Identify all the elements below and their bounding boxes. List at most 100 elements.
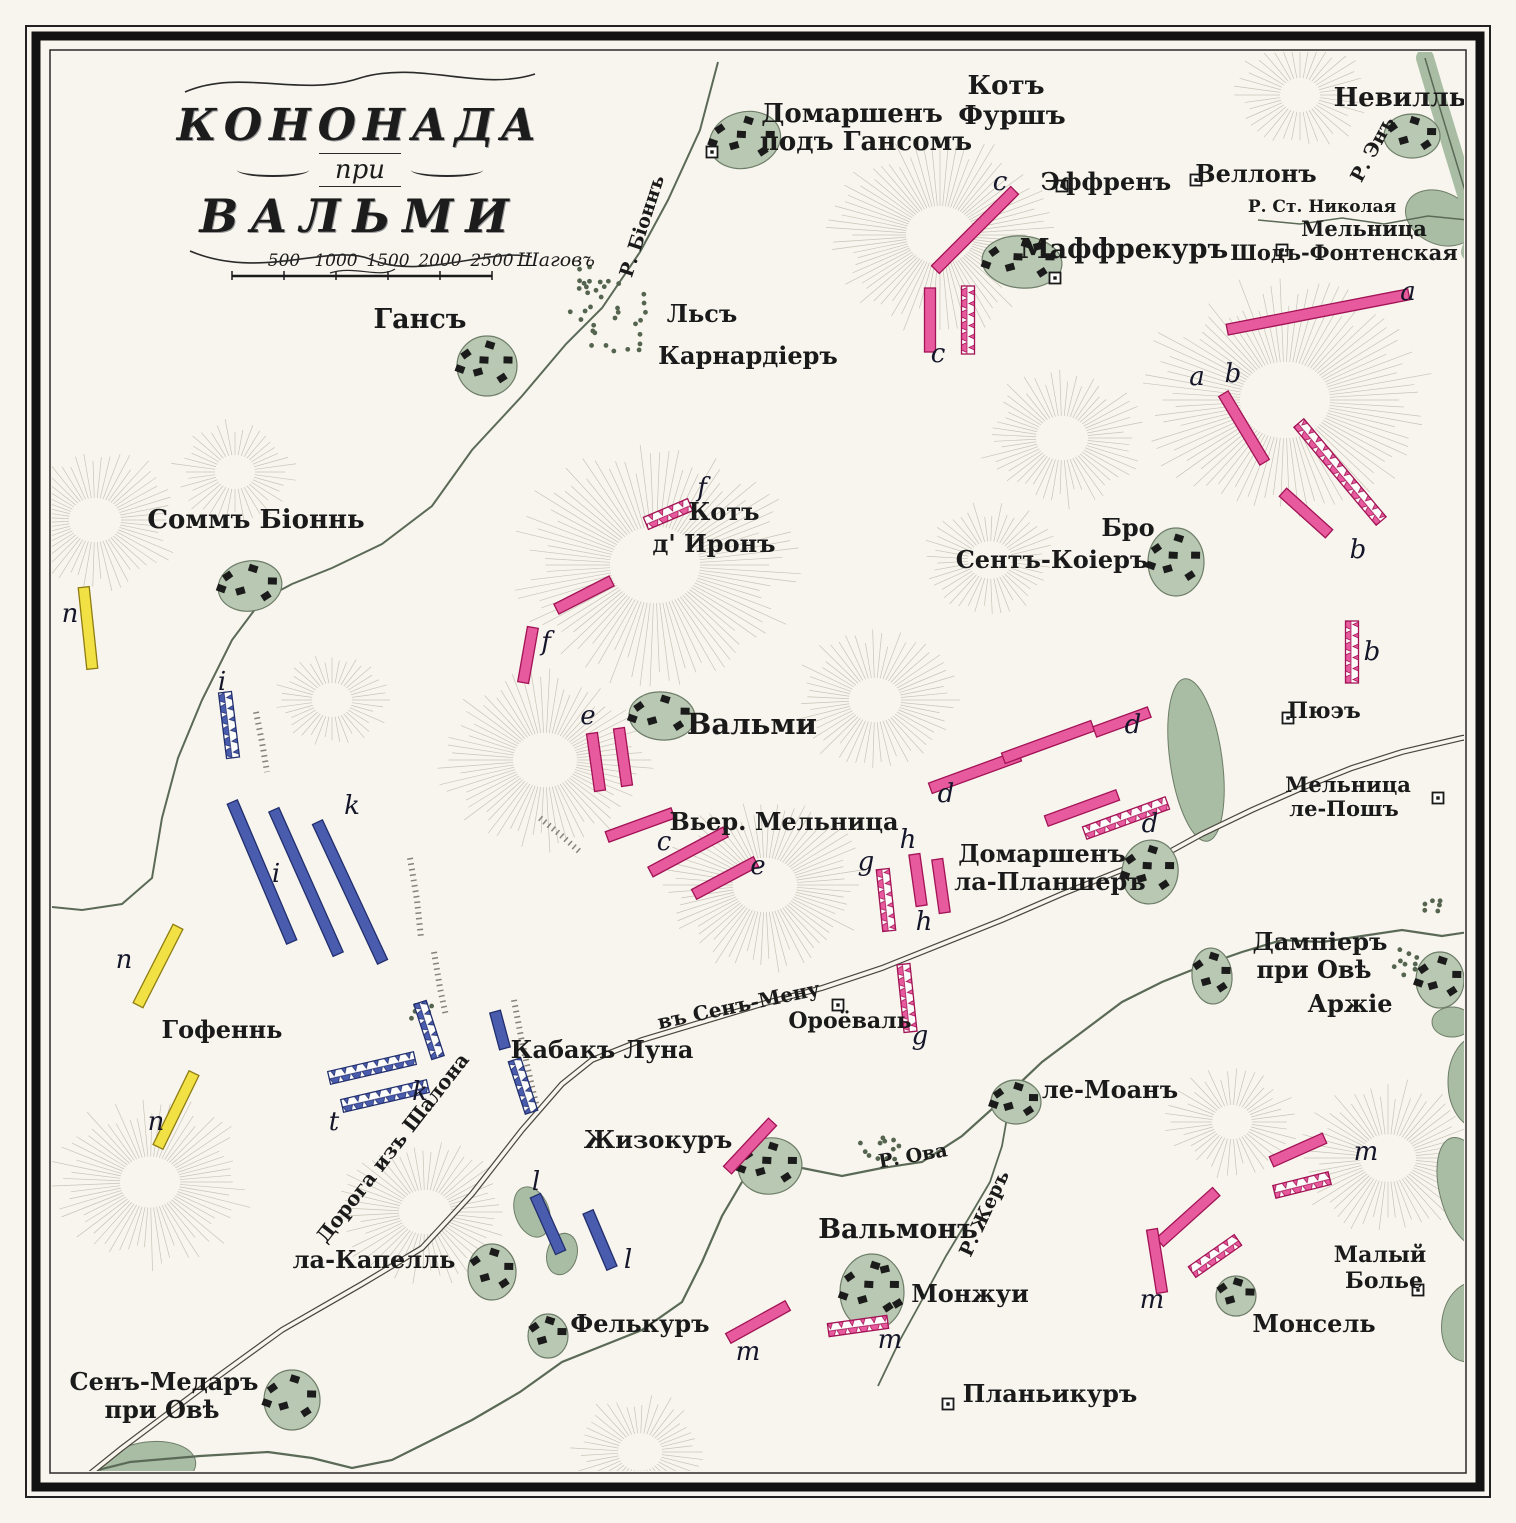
hachure-stroke [462,698,522,743]
hachure-stroke [598,599,636,664]
hachure-stroke [1393,1079,1408,1135]
village-house [1427,128,1437,136]
hachure-stroke [698,902,742,935]
hachure-stroke [615,461,642,529]
blue-troop-bar [311,819,389,965]
roads [88,734,1464,1471]
hachure-stroke [437,762,514,769]
village-house [659,694,671,704]
hachure-stroke [1317,426,1374,474]
hachure-stroke [972,502,986,542]
hachure-stroke [1301,435,1336,505]
hachure-stroke [682,594,736,653]
hachure-stroke [1390,1181,1396,1218]
hachure-stroke [959,162,1002,212]
hachure-stroke [880,258,921,305]
hachure-stroke [1004,573,1029,597]
wood-tree-dot [641,300,647,306]
village-house [1045,253,1055,261]
hachure-stroke [1236,1070,1247,1106]
village-house [307,1390,317,1398]
hachure-stroke [753,815,762,859]
hachure-stroke [792,898,855,931]
hachure-stroke [52,493,75,508]
village-house [1004,262,1016,272]
hachure-stroke [1312,325,1354,371]
village [261,1369,321,1431]
hachure-stroke [712,907,748,953]
hachure-stroke [460,725,517,749]
wood-tree-dot [591,322,597,328]
place-label: Пюэъ [1287,698,1361,724]
place-label: Маффрекуръ [1020,234,1229,265]
hachure-stroke [697,577,762,599]
hachure-stroke [865,643,872,679]
pink-troop-bar [1043,789,1121,827]
hachure-stroke [177,1156,224,1173]
hachure-stroke [779,812,812,862]
place-label: Соммъ Біоннь [147,505,364,535]
hachure-stroke [790,833,849,870]
village-house [1165,862,1175,870]
wood-tree-dot [1437,902,1442,908]
hachure-stroke [782,827,810,863]
place-label: Вальми [687,707,817,741]
hachure-stroke [442,1160,484,1197]
hachure-stroke [823,714,857,741]
wood-tree-dot [625,346,631,352]
hachure-stroke [521,786,539,847]
hachure-stroke [890,643,927,683]
village-house [1173,533,1185,543]
hachure-stroke [1313,55,1347,84]
water-area [1436,1136,1464,1248]
village-house [460,348,472,360]
hachure-stroke [1194,1133,1218,1152]
pink-troop-bar [1092,706,1152,738]
hachure-stroke [314,656,327,684]
wood-tree-dot [578,317,584,322]
hachure-stroke [1263,108,1289,138]
hachure-stroke [1319,97,1368,105]
village [467,1243,517,1301]
hachure-stroke [1156,415,1245,449]
hachure-stroke [120,522,160,527]
hachure-stroke [225,488,233,522]
pink-troop-bar [930,185,1020,275]
hachure-stroke [1263,52,1289,82]
village-house [1162,564,1173,574]
wood-tree-dot [1398,958,1403,964]
village-house [992,1087,1005,1099]
hachure-stroke [1317,102,1348,117]
village-house [762,1156,772,1165]
hachure-stroke [345,711,370,732]
wood-tree-dot [583,284,589,290]
hachure-stroke [876,633,883,679]
hachure-stroke [340,714,353,734]
hachure-stroke [517,575,612,599]
hachure-stroke [547,545,612,558]
hachure-stroke [537,528,613,553]
hachure-stroke [996,421,1038,433]
wood-tree-dot [1430,898,1435,904]
water-area [1167,678,1225,842]
hachure-stroke [801,700,850,704]
hachure-stroke [1370,1088,1383,1135]
hachure-stroke [96,541,102,579]
hachure-stroke [347,674,373,691]
hachure-stroke [1325,415,1409,447]
hachure-stroke [838,719,864,758]
wood-tree-dot [643,309,648,315]
hachure-stroke [852,247,910,274]
hachure-stroke [108,538,131,570]
hachure-stroke [61,1146,123,1172]
hachure-stroke [1079,399,1107,423]
hachure-stroke [91,1128,130,1164]
wood-tree-dot [605,278,611,284]
hachure-stroke [254,463,297,470]
village-house [1437,955,1448,966]
hachure-stroke [344,1199,400,1209]
village [1145,527,1205,597]
hachure-stroke [1244,1087,1265,1109]
hachure-stroke [119,496,171,513]
hachure-stroke [63,1178,121,1182]
